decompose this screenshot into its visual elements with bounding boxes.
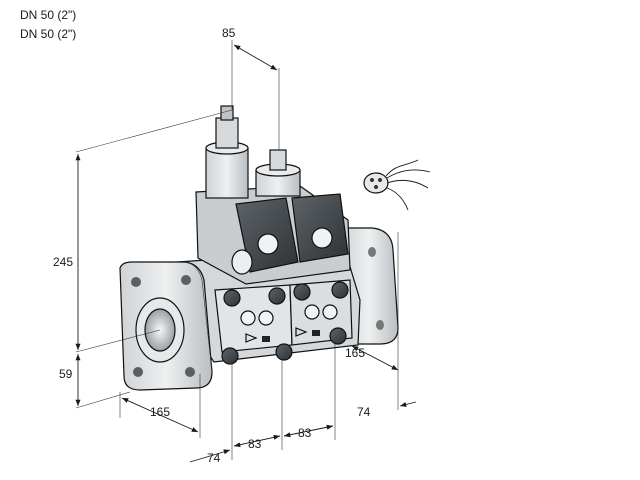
dim-module-a: 83	[248, 437, 262, 451]
actuator-housing	[195, 185, 351, 285]
title-line-1: DN 50 (2")	[20, 8, 77, 22]
dim-height-total: 245	[53, 255, 73, 269]
dim-flange-depth-left: 165	[150, 405, 170, 419]
dimension-lines	[75, 40, 417, 463]
valve-assembly	[119, 105, 431, 391]
dim-offset-left: 74	[207, 451, 221, 465]
dim-offset-right: 74	[357, 405, 371, 419]
valve-block-modules	[214, 279, 353, 365]
coil-tower-right	[255, 149, 301, 197]
dim-top-width: 85	[222, 26, 236, 40]
dim-flange-depth-right: 165	[345, 346, 365, 360]
title-line-2: DN 50 (2")	[20, 27, 77, 41]
dim-height-axis: 59	[59, 367, 73, 381]
dim-module-b: 83	[298, 426, 312, 440]
coil-tower-left	[205, 105, 249, 199]
left-flange	[119, 261, 213, 391]
plug-connector-icon	[363, 159, 431, 211]
